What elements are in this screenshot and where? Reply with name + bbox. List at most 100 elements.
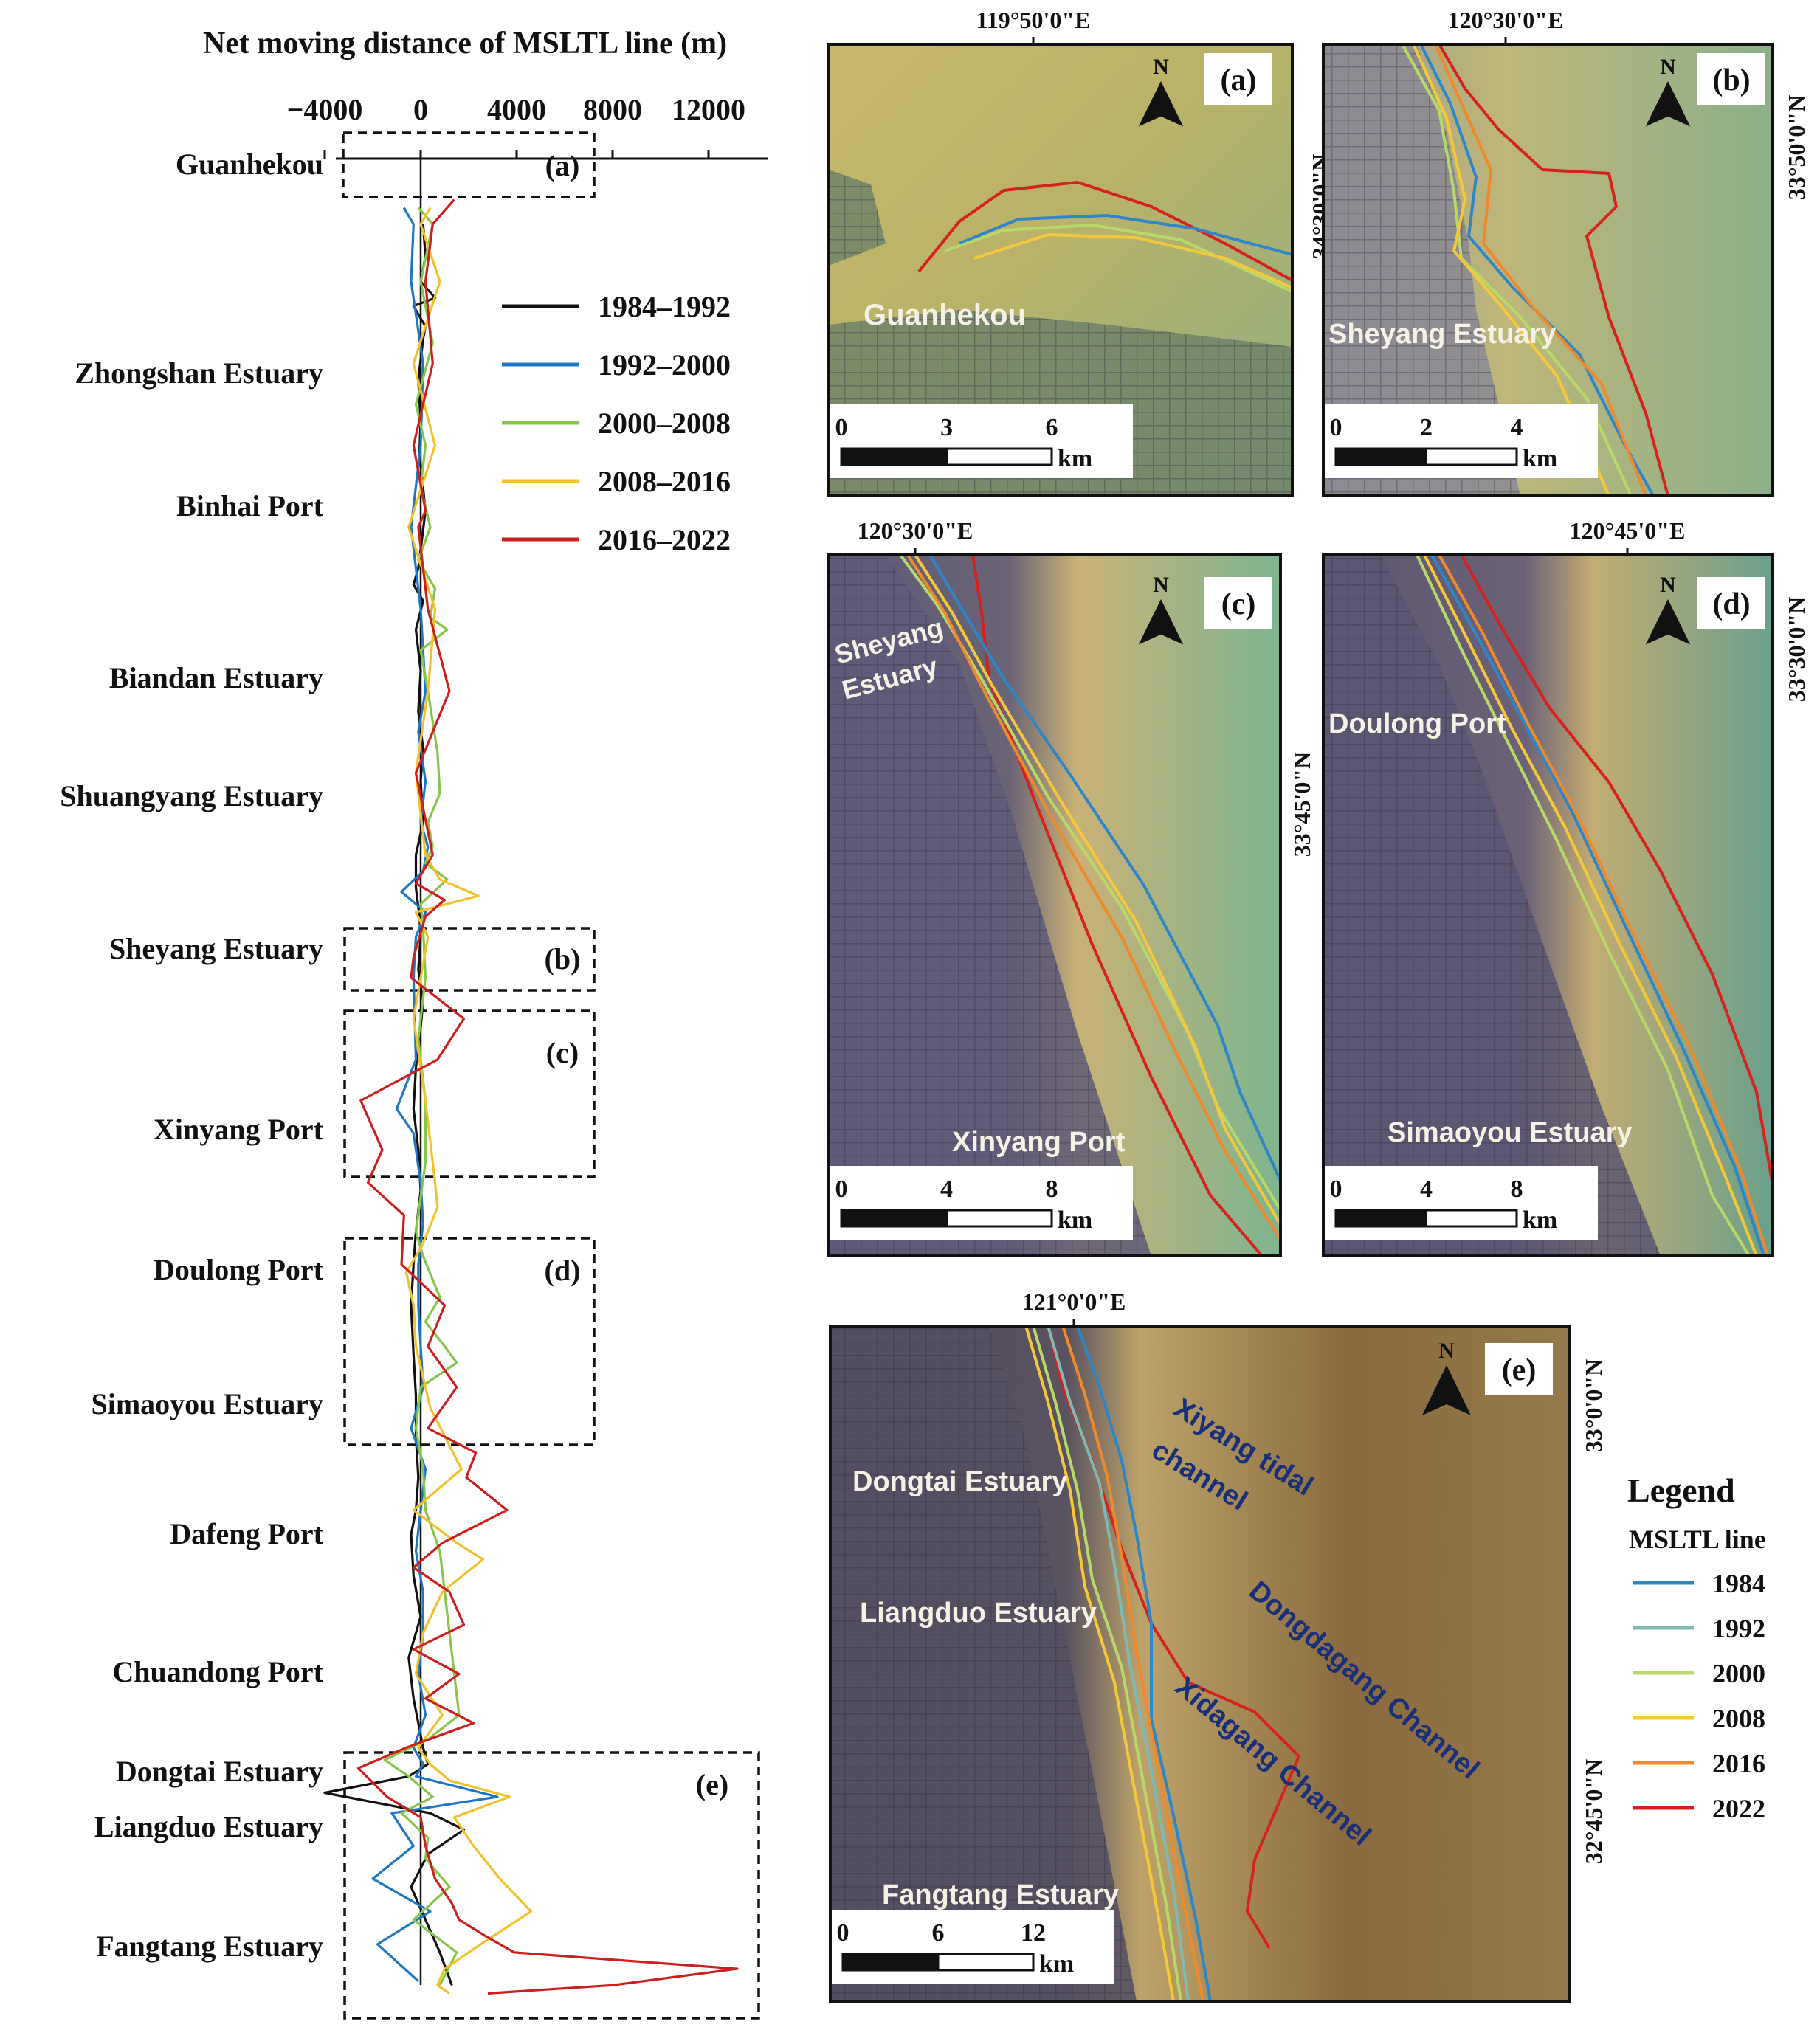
series-lines bbox=[323, 198, 739, 1995]
scale-label: 4 bbox=[1420, 1175, 1433, 1203]
map-legend-label: 1992 bbox=[1712, 1614, 1765, 1643]
map-legend-title: Legend bbox=[1627, 1471, 1735, 1509]
latitude-label: 33°45'0"N bbox=[1289, 752, 1315, 857]
shoreline bbox=[971, 554, 1264, 1257]
panel-label-box bbox=[1204, 577, 1272, 629]
place-label: Liangduo Estuary bbox=[860, 1598, 1097, 1629]
scale-label: 6 bbox=[932, 1919, 945, 1947]
scale-bar-filled bbox=[840, 1209, 948, 1228]
box-label: (e) bbox=[696, 1768, 728, 1801]
chart-title: Net moving distance of MSLTL line (m) bbox=[203, 27, 727, 61]
location-label: Xinyang Port bbox=[154, 1113, 324, 1146]
location-label: Dafeng Port bbox=[170, 1517, 323, 1550]
scale-unit: km bbox=[1523, 1206, 1557, 1234]
scale-unit: km bbox=[1523, 445, 1557, 472]
legend-label: 2008–2016 bbox=[598, 465, 731, 498]
shoreline bbox=[1438, 43, 1669, 497]
scale-unit: km bbox=[1058, 445, 1092, 472]
panel-label: (b) bbox=[1712, 63, 1750, 97]
scale-bar-filled bbox=[1334, 1209, 1427, 1228]
latitude-label: 33°0'0"N bbox=[1580, 1359, 1607, 1453]
scale-label: 12 bbox=[1021, 1919, 1046, 1947]
location-label: Liangduo Estuary bbox=[94, 1810, 323, 1843]
longitude-label: 120°30'0"E bbox=[858, 517, 973, 544]
series-line bbox=[383, 207, 461, 1986]
location-label: Simaoyou Estuary bbox=[92, 1387, 324, 1420]
shoreline bbox=[1423, 554, 1758, 1257]
highlight-box bbox=[342, 131, 596, 198]
map-frame bbox=[1322, 43, 1774, 497]
north-label: N bbox=[1153, 573, 1169, 597]
longitude-label: 121°0'0"E bbox=[1022, 1288, 1126, 1315]
highlight-box bbox=[343, 1751, 760, 2020]
location-label: Fangtang Estuary bbox=[96, 1930, 323, 1963]
shoreline bbox=[906, 553, 1282, 1241]
scale-bar-filled bbox=[840, 447, 948, 466]
series-line bbox=[323, 224, 466, 1986]
shoreline bbox=[1047, 1325, 1190, 2002]
scale-bar-empty bbox=[1425, 1209, 1518, 1228]
north-arrow-icon bbox=[1138, 599, 1184, 645]
shoreline bbox=[1416, 554, 1751, 1257]
map-panel: 120°30'0"E33°45'0"N(c)NSheyangEstuaryXin… bbox=[827, 517, 1315, 1257]
location-label: Sheyang Estuary bbox=[109, 932, 323, 965]
highlight-boxes: (a) (b) (c) (d) (e) bbox=[342, 131, 760, 2020]
map-legend-label: 2022 bbox=[1712, 1794, 1765, 1823]
scale-label: 4 bbox=[940, 1175, 953, 1203]
scale-label: 3 bbox=[940, 414, 953, 441]
panel-label-box bbox=[1485, 1343, 1553, 1395]
box-label: (b) bbox=[545, 942, 581, 976]
legend-label: 1992–2000 bbox=[598, 348, 731, 382]
north-label: N bbox=[1438, 1339, 1455, 1363]
x-tick-label: 12000 bbox=[672, 93, 745, 126]
box-label: (a) bbox=[545, 149, 580, 182]
chart-legend: 1984–19921992–20002000–20082008–20162016… bbox=[502, 290, 731, 556]
box-label: (c) bbox=[546, 1036, 579, 1069]
location-label: Shuangyang Estuary bbox=[60, 779, 323, 812]
longitude-label: 120°30'0"E bbox=[1448, 7, 1564, 33]
x-tick-label: 4000 bbox=[487, 93, 546, 126]
shoreline bbox=[959, 214, 1293, 256]
longitude-label: 119°50'0"E bbox=[976, 7, 1090, 33]
field-texture bbox=[829, 170, 886, 266]
scale-label: 8 bbox=[1046, 1175, 1058, 1203]
latitude-label: 32°45'0"N bbox=[1580, 1759, 1607, 1865]
scale-bar-filled bbox=[841, 1953, 940, 1972]
map-legend-label: 2008 bbox=[1712, 1704, 1765, 1733]
scale-label: 0 bbox=[1330, 414, 1342, 441]
panel-label-box bbox=[1204, 53, 1272, 105]
panel-label: (c) bbox=[1221, 587, 1256, 621]
shoreline bbox=[914, 553, 1282, 1226]
panel-label: (d) bbox=[1712, 587, 1750, 621]
panel-label: (e) bbox=[1502, 1353, 1537, 1387]
panel-label-box bbox=[1697, 53, 1765, 105]
location-label: Chuandong Port bbox=[112, 1655, 323, 1688]
location-label: Biandan Estuary bbox=[109, 661, 323, 694]
shoreline bbox=[1434, 44, 1647, 497]
scale-unit: km bbox=[1039, 1950, 1074, 1978]
highlight-box bbox=[343, 927, 596, 992]
shoreline bbox=[1438, 554, 1769, 1257]
highlight-box bbox=[343, 1237, 596, 1446]
place-label: Guanhekou bbox=[864, 299, 1026, 331]
map-legend-subtitle: MSLTL line bbox=[1629, 1525, 1766, 1554]
shoreline bbox=[928, 553, 1282, 1181]
north-arrow-icon bbox=[1422, 1365, 1471, 1415]
place-label: Doulong Port bbox=[1328, 708, 1506, 739]
scale-bar-empty bbox=[937, 1953, 1035, 1972]
map-frame bbox=[827, 553, 1282, 1257]
map-legend-label: 2000 bbox=[1712, 1659, 1765, 1688]
north-arrow-icon bbox=[1138, 81, 1184, 127]
scale-label: 0 bbox=[1330, 1175, 1342, 1203]
place-label: Xinyang Port bbox=[952, 1127, 1126, 1158]
shoreline bbox=[1430, 554, 1765, 1257]
scale-label: 6 bbox=[1046, 414, 1058, 441]
box-label: (d) bbox=[545, 1254, 581, 1287]
place-label: Sheyang Estuary bbox=[1328, 319, 1556, 350]
north-arrow-icon bbox=[1645, 81, 1691, 127]
location-label: Dongtai Estuary bbox=[116, 1755, 323, 1788]
